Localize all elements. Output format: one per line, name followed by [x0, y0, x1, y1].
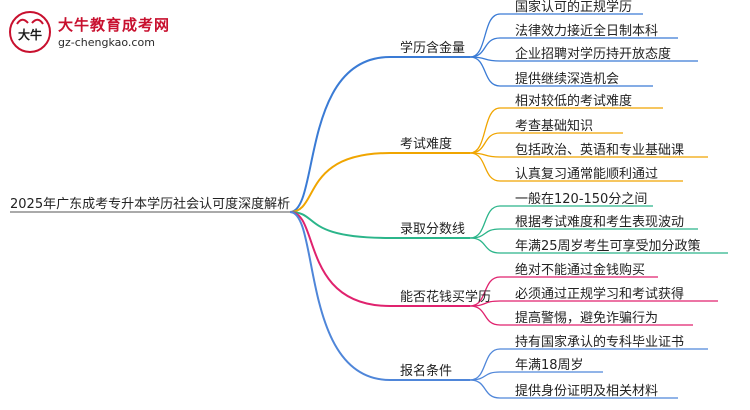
- leaf-connector: [469, 56, 501, 87]
- mindmap-root: 2025年广东成考专升本学历社会认可度深度解析: [10, 197, 291, 212]
- branch-label: 学历含金量: [400, 41, 466, 56]
- leaf-label: 提供继续深造机会: [515, 72, 620, 87]
- branch-connector: [289, 211, 391, 381]
- leaf-label: 一般在120-150分之间: [515, 192, 648, 207]
- branch-connector: [289, 211, 391, 239]
- leaf-label: 企业招聘对学历持开放态度: [515, 47, 672, 62]
- brand-url: gz-chengkao.com: [58, 36, 155, 49]
- leaf-connector: [469, 237, 501, 254]
- brand-title: 大牛教育成考网: [58, 16, 171, 34]
- leaf-label: 年满18周岁: [515, 358, 584, 373]
- leaf-label: 考查基础知识: [515, 119, 594, 134]
- branch-label: 能否花钱买学历: [400, 290, 492, 305]
- branch-label: 考试难度: [400, 137, 453, 152]
- branch-label: 报名条件: [400, 364, 453, 379]
- leaf-label: 相对较低的考试难度: [515, 94, 633, 109]
- leaf-connector: [469, 205, 501, 239]
- branch-label: 录取分数线: [400, 222, 466, 237]
- leaf-connector: [469, 132, 501, 154]
- leaf-connector: [469, 379, 501, 399]
- leaf-label: 绝对不能通过金钱购买: [515, 263, 646, 278]
- branch-connector: [289, 211, 391, 307]
- leaf-label: 国家认可的正规学历: [515, 0, 633, 15]
- branch-connector: [289, 152, 391, 213]
- leaf-connector: [469, 152, 501, 182]
- leaf-connector: [469, 276, 501, 307]
- leaf-label: 提高警惕，避免诈骗行为: [515, 311, 659, 326]
- leaf-label: 包括政治、英语和专业基础课: [515, 143, 685, 158]
- leaf-connector: [469, 305, 501, 326]
- brand-logo: 大牛 大牛教育成考网 gz-chengkao.com: [8, 10, 198, 54]
- leaf-label: 根据考试难度和考生表现波动: [515, 215, 685, 230]
- leaf-label: 年满25周岁考生可享受加分政策: [515, 239, 701, 254]
- leaf-label: 必须通过正规学习和考试获得: [515, 287, 685, 302]
- leaf-label: 认真复习通常能顺利通过: [515, 167, 659, 182]
- svg-text:大牛: 大牛: [18, 27, 42, 42]
- leaf-connector: [469, 107, 501, 154]
- branch-connector: [289, 56, 391, 213]
- bull-logo-icon: 大牛: [9, 11, 51, 53]
- leaf-label: 法律效力接近全日制本科: [515, 24, 659, 39]
- leaf-label: 提供身份证明及相关材料: [515, 384, 659, 399]
- leaf-label: 持有国家承认的专科毕业证书: [515, 335, 685, 350]
- leaf-connector: [469, 13, 501, 58]
- leaf-connector: [469, 37, 501, 58]
